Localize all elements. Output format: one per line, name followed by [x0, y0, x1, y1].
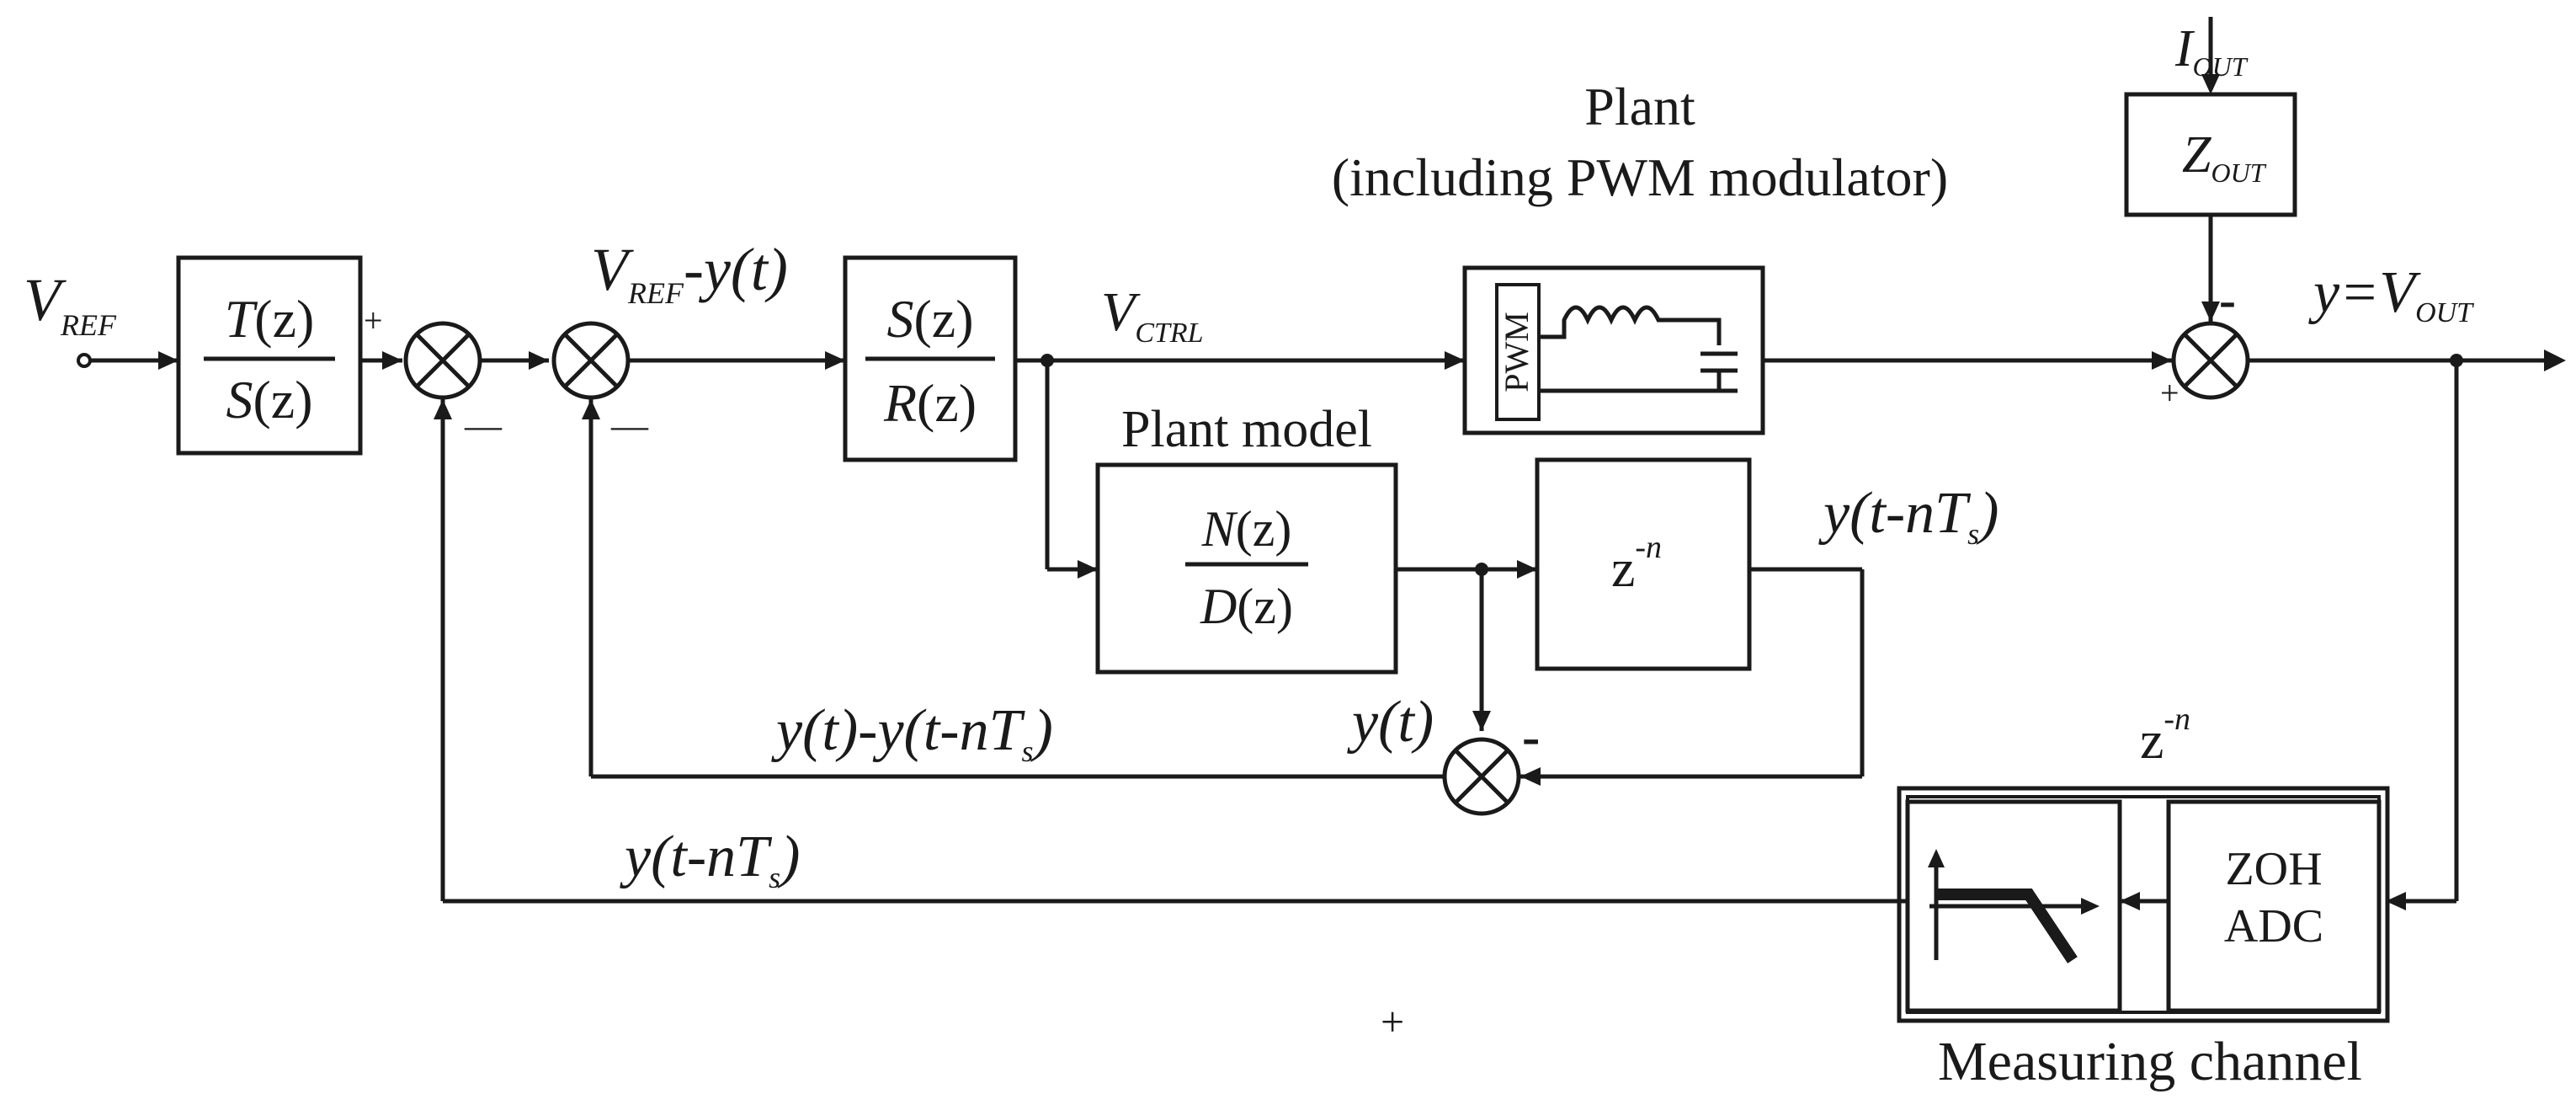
- sum1-plus-sign: +: [364, 302, 383, 339]
- controller-den-var: z: [934, 373, 958, 433]
- controller-den-fn: R: [883, 373, 917, 433]
- plant-model-den-var: z: [1253, 579, 1276, 634]
- svg-text:z-n: z-n: [1611, 530, 1662, 598]
- sum2-minus-sign: —: [610, 405, 649, 446]
- pwm-label: PWM: [1498, 312, 1535, 392]
- measuring-channel-label: Measuring channel: [1938, 1031, 2362, 1092]
- zout-block: ZOUT: [2124, 92, 2297, 217]
- svg-text:D(z): D(z): [1200, 579, 1293, 634]
- feedback-label: y(t-nTs): [620, 824, 800, 894]
- inductor-icon: [1539, 305, 1722, 345]
- prefilter-den-fn: S: [226, 370, 253, 430]
- plant-model-block: N(z) D(z): [1095, 462, 1398, 675]
- summing-junction-2: [551, 321, 631, 400]
- plant-title: Plant: [1584, 77, 1695, 136]
- prefilter-block: T(z) S(z): [176, 255, 363, 456]
- junction-dots: [1041, 354, 2463, 576]
- zout-main: Z: [2182, 126, 2211, 184]
- arrowheads: [158, 74, 2566, 910]
- vctrl-label: VCTRL: [1101, 281, 1204, 349]
- summing-junction-output: [2171, 321, 2250, 400]
- plant-model-num-var: z: [1253, 501, 1275, 557]
- delayed-model-output-label: y(t-nTs): [1818, 481, 1999, 551]
- measuring-channel: ZOH ADC: [1897, 786, 2390, 1023]
- zout-sub: OUT: [2211, 157, 2266, 188]
- measuring-delay-label: z-n: [2140, 702, 2190, 770]
- model-output-label: y(t): [1347, 690, 1434, 755]
- error-signal-label: VREF-y(t): [591, 236, 788, 310]
- delay-exp: -n: [1635, 530, 1662, 565]
- lowpass-filter-icon: [1928, 849, 2100, 963]
- prefilter-num-fn: T: [225, 289, 258, 349]
- output-label: y=VOUT: [2308, 260, 2474, 328]
- adc-label: ADC: [2224, 900, 2323, 953]
- model-difference-label: y(t)-y(t-nTs): [771, 698, 1053, 768]
- sum-output-plus-sign: +: [2160, 374, 2179, 412]
- prefilter-num-var: z: [273, 289, 296, 349]
- signal-lines: [84, 17, 2555, 904]
- svg-text:ZOUT: ZOUT: [2182, 126, 2267, 188]
- sum1-minus-sign: —: [464, 405, 503, 446]
- pwm-box: [1495, 283, 1541, 421]
- svg-text:T(z): T(z): [225, 289, 315, 349]
- svg-text:N(z): N(z): [1201, 501, 1292, 557]
- zoh-label: ZOH: [2225, 843, 2322, 895]
- plant-model-den-fn: D: [1200, 579, 1237, 634]
- controller-num-var: z: [932, 289, 955, 349]
- svg-text:R(z): R(z): [883, 373, 977, 433]
- vref-input-terminal: [77, 353, 92, 368]
- ground-rail: [1539, 371, 1738, 393]
- summing-junction-model: [1442, 737, 1521, 816]
- delay-base: z: [1611, 538, 1635, 598]
- sum-output-minus-sign: -: [2219, 272, 2236, 328]
- svg-text:S(z): S(z): [226, 370, 312, 430]
- measuring-outer-frame: [1897, 786, 2390, 1023]
- zoh-adc-block: [2166, 799, 2382, 1013]
- plant-block: PWM: [1462, 265, 1765, 435]
- plant-subtitle: (including PWM modulator): [1332, 147, 1948, 207]
- iout-label: IOUT: [2174, 20, 2249, 82]
- plant-model-num-fn: N: [1201, 501, 1238, 557]
- controller-block: S(z) R(z): [843, 255, 1018, 462]
- svg-text:S(z): S(z): [886, 289, 973, 349]
- sum-model-minus-sign: -: [1522, 707, 1540, 766]
- plant-model-label: Plant model: [1121, 401, 1372, 458]
- prefilter-den-var: z: [271, 370, 295, 430]
- summing-junction-1: [403, 321, 482, 400]
- controller-num-fn: S: [886, 289, 913, 349]
- delay-block: z-n: [1535, 457, 1752, 671]
- stray-plus-sign: +: [1381, 998, 1404, 1045]
- vref-label: VREF: [24, 266, 117, 342]
